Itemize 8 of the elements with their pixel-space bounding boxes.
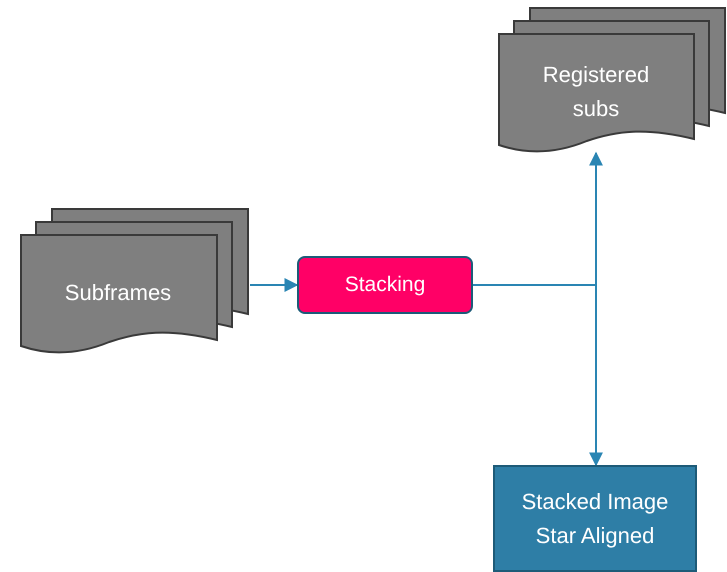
node-label: Stacking — [344, 272, 426, 298]
output-box — [493, 465, 697, 572]
node-label: Registered subs — [542, 61, 650, 123]
node-label: Subframes — [64, 279, 172, 307]
process-box — [297, 256, 473, 314]
node-label: Stacked Image Star Aligned — [520, 488, 670, 550]
arrow — [250, 278, 298, 292]
arrow — [473, 284, 603, 466]
